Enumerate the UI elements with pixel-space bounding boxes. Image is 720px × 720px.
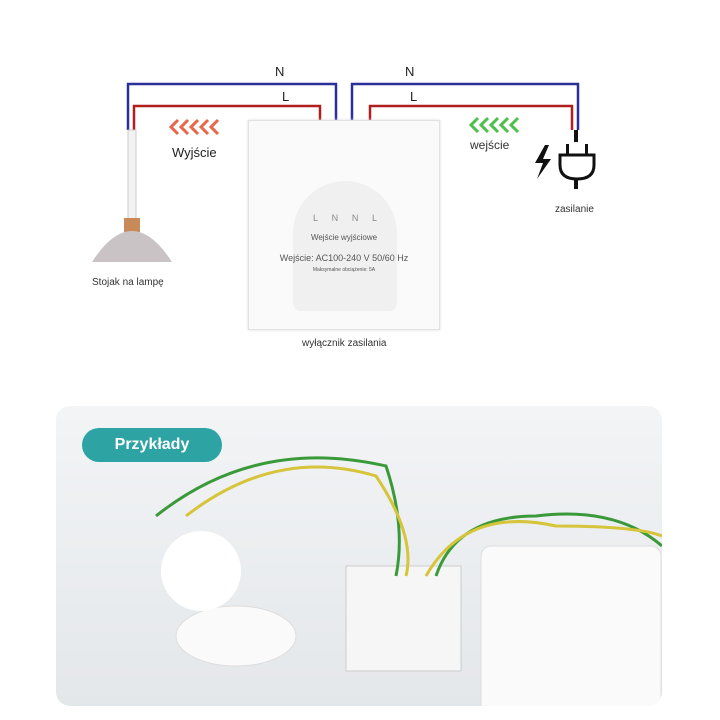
input-label: wejście bbox=[470, 138, 510, 152]
terminal: L bbox=[371, 213, 377, 223]
switch-label: wyłącznik zasilania bbox=[302, 338, 387, 349]
lamp-label: Stojak na lampę bbox=[92, 277, 164, 288]
terminal: L bbox=[313, 213, 319, 223]
power-label: zasilanie bbox=[555, 204, 594, 215]
terminal: N bbox=[331, 213, 339, 223]
input-spec: Wejście: AC100-240 V 50/60 Hz bbox=[279, 253, 409, 263]
neutral-label-left: N bbox=[275, 64, 285, 79]
input-arrows-icon bbox=[468, 116, 520, 134]
terminal-caption: Wejście wyjściowe bbox=[310, 233, 378, 242]
live-label-left: L bbox=[282, 89, 290, 104]
output-arrows-icon bbox=[168, 118, 220, 136]
example-illustration bbox=[155, 456, 662, 706]
max-load: Maksymalne obciążenie: 5A bbox=[312, 267, 376, 273]
plug-icon bbox=[535, 130, 596, 189]
neutral-label-right: N bbox=[405, 64, 415, 79]
lamp-icon bbox=[92, 129, 172, 262]
wall-switch-back: L N N L Wejście wyjściowe Wejście: AC100… bbox=[248, 120, 440, 330]
examples-badge: Przykłady bbox=[82, 428, 222, 462]
terminal: N bbox=[351, 213, 359, 223]
live-label-right: L bbox=[410, 89, 418, 104]
output-label: Wyjście bbox=[172, 145, 217, 160]
